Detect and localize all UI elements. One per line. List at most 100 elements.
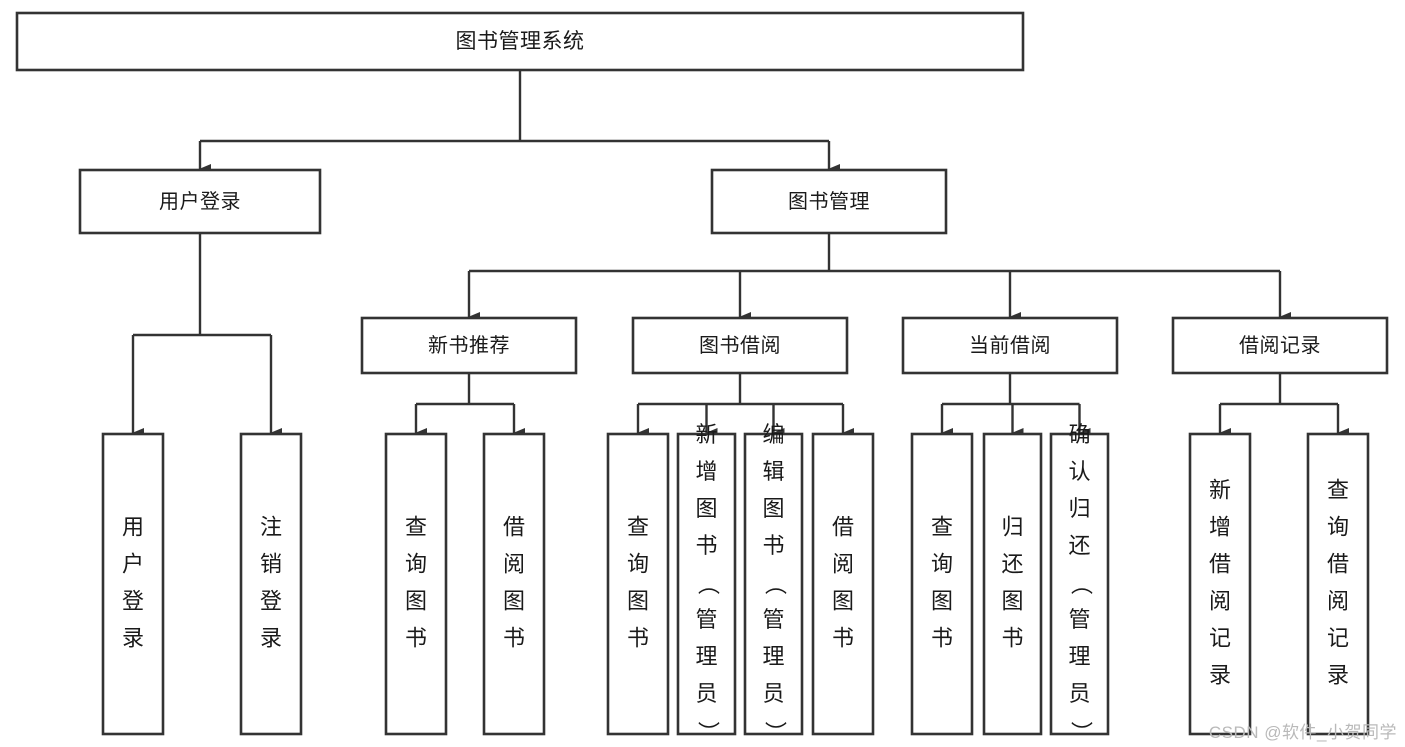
leaf-label-char: 图 [762,496,784,521]
leaf-label-char: 确 [1068,422,1090,447]
leaf-label-char: 阅 [503,551,525,576]
node-user-login[interactable]: 用户登录 [78,168,322,235]
leaf-label-char: 图 [1001,588,1023,613]
leaf-label-char: 理 [762,644,784,669]
new-book-recommend-box[interactable] [360,316,578,375]
leaf-box[interactable] [101,432,165,736]
leaf-label-char: 销 [260,551,282,576]
leaf-label-char: 记 [1327,625,1349,650]
leaf-label-char: 归 [1068,496,1090,521]
leaf-box[interactable] [982,432,1043,736]
leaf-label-char: 阅 [1209,588,1231,613]
leaf-box[interactable] [910,432,974,736]
leaf-label-char: 认 [1068,459,1090,484]
leaf-label-char: 借 [503,514,525,539]
leaf-box[interactable] [482,432,546,736]
leaf-label-char: ） [696,721,721,743]
leaf-label-char: 查 [931,514,953,539]
leaf-label-char: （ [763,573,788,595]
node-book-borrow[interactable]: 图书借阅 [631,316,849,375]
book-manage-label: 图书管理 [788,190,870,213]
leaf-label-char: 管 [695,607,717,632]
leaf-box[interactable] [1188,432,1252,736]
new-book-recommend-label: 新书推荐 [428,334,510,357]
leaf-label-char: 记 [1209,625,1231,650]
user-login-box[interactable] [78,168,322,235]
node-borrow-record[interactable]: 借阅记录 [1171,316,1389,375]
leaf-label-char: 图 [695,496,717,521]
leaf-label-char: 员 [1068,681,1090,706]
leaf-label-char: 图 [627,588,649,613]
leaf-label-char: 增 [695,459,717,484]
book-manage-box[interactable] [710,168,948,235]
leaf-label-char: 录 [1209,662,1231,687]
boxes-layer: 图书管理系统用户登录图书管理新书推荐图书借阅当前借阅借阅记录用户登录注销登录查询… [15,11,1389,743]
leaf-box[interactable] [811,432,875,736]
leaf-label-char: 查 [627,514,649,539]
leaf-label-char: 理 [695,644,717,669]
leaf-label-char: 增 [1209,514,1231,539]
borrow-record-box[interactable] [1171,316,1389,375]
leaf-node-leaf-user-login[interactable]: 用户登录 [101,432,165,736]
node-root[interactable]: 图书管理系统 [15,11,1025,72]
leaf-label-char: 阅 [832,551,854,576]
csdn-watermark: CSDN @软件_小贺同学 [1208,723,1397,742]
leaf-box[interactable] [743,432,804,736]
node-new-book-recommend[interactable]: 新书推荐 [360,316,578,375]
leaf-label-char: 图 [405,588,427,613]
leaf-label-char: 书 [405,625,427,650]
leaf-label-char: 员 [762,681,784,706]
leaf-label-char: ） [1069,721,1094,743]
leaf-label-char: 录 [1327,662,1349,687]
book-borrow-label: 图书借阅 [699,334,781,357]
node-current-borrow[interactable]: 当前借阅 [901,316,1119,375]
leaf-label-char: 图 [832,588,854,613]
user-login-label: 用户登录 [159,190,241,213]
node-book-manage[interactable]: 图书管理 [710,168,948,235]
current-borrow-label: 当前借阅 [969,334,1051,357]
leaf-label-char: 书 [627,625,649,650]
book-borrow-box[interactable] [631,316,849,375]
leaf-box[interactable] [384,432,448,736]
current-borrow-box[interactable] [901,316,1119,375]
root-title-box[interactable] [15,11,1025,72]
leaf-label-char: 新 [1209,477,1231,502]
leaf-label-char: 书 [832,625,854,650]
leaf-box[interactable] [1049,432,1110,736]
leaf-label-char: 用 [122,514,144,539]
leaf-label-char: 编 [762,422,784,447]
leaf-label-char: 书 [1001,625,1023,650]
leaf-label-char: 登 [260,588,282,613]
leaf-box[interactable] [676,432,737,736]
leaf-label-char: 户 [122,551,144,576]
leaf-label-char: 归 [1001,514,1023,539]
leaf-label-char: 书 [695,533,717,558]
leaf-label-char: 询 [1327,514,1349,539]
leaf-box[interactable] [239,432,303,736]
leaf-label-char: 阅 [1327,588,1349,613]
leaf-box[interactable] [606,432,670,736]
leaf-label-char: 询 [405,551,427,576]
leaf-label-char: 管 [1068,607,1090,632]
connectors-layer [131,70,1349,438]
leaf-label-char: 员 [695,681,717,706]
leaf-box[interactable] [1306,432,1370,736]
leaf-label-char: 登 [122,588,144,613]
leaf-label-char: 借 [832,514,854,539]
leaf-label-char: 借 [1327,551,1349,576]
leaf-label-char: 还 [1001,551,1023,576]
